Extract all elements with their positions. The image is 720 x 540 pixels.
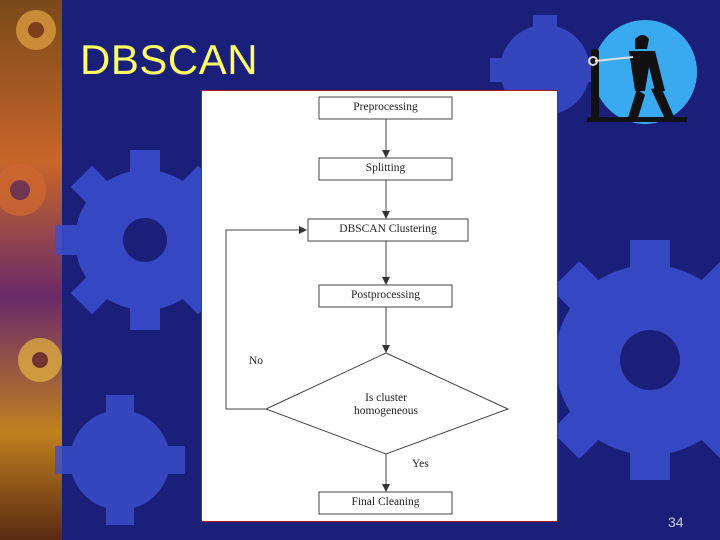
preprocessing-label: Preprocessing [353, 101, 418, 113]
final-cleaning-box [318, 491, 453, 515]
decision-label-line2: homogeneous [354, 405, 418, 417]
splitting-label: Splitting [365, 162, 406, 174]
left-decorative-strip [0, 0, 62, 540]
dbscan-clustering-label: DBSCAN Clustering [339, 223, 437, 235]
postprocessing-label: Postprocessing [351, 289, 420, 301]
dbscan-clustering-box [307, 218, 469, 242]
slide-title: DBSCAN [80, 36, 259, 83]
no-edge-label: No [249, 355, 264, 367]
man-pulling-rope-icon [587, 20, 697, 124]
final-cleaning-label: Final Cleaning [351, 496, 420, 508]
decision-label-line1: Is cluster [365, 392, 407, 404]
page-number: 34 [668, 514, 684, 530]
flowchart-figure: Preprocessing Splitting DBSCAN Clusterin… [201, 90, 558, 522]
gear-icon [55, 395, 185, 525]
yes-edge-label: Yes [412, 458, 429, 470]
strip-gear-icon [0, 10, 62, 382]
flowchart-diagram [225, 96, 510, 515]
